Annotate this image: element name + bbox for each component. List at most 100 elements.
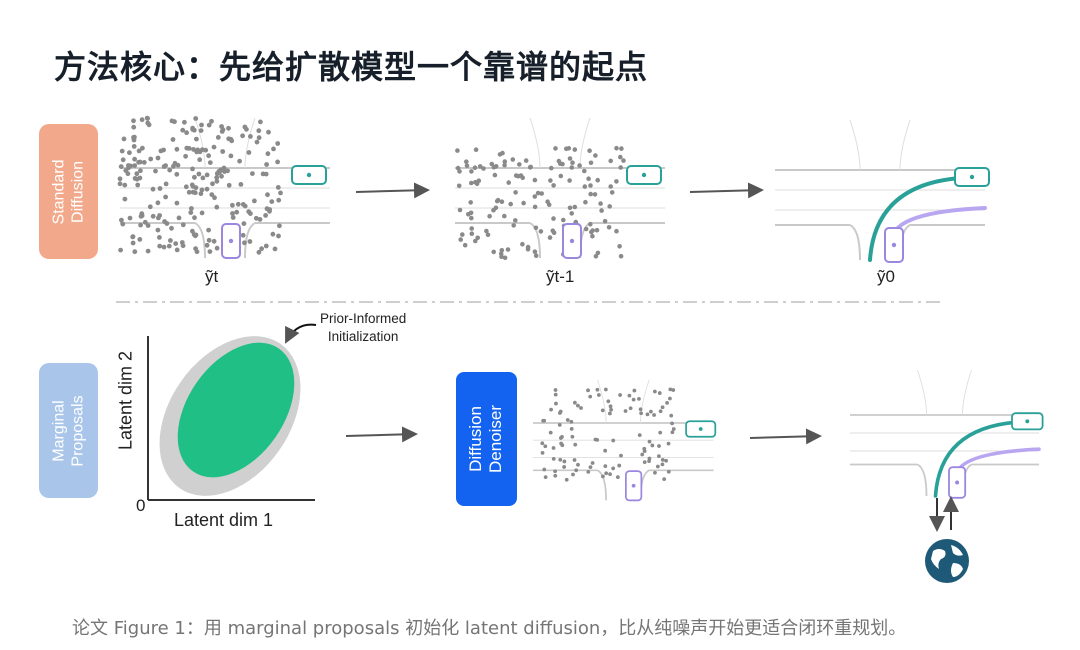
noise-dot bbox=[499, 199, 505, 204]
agent-trajectory bbox=[891, 206, 987, 240]
noise-dot bbox=[267, 208, 272, 214]
noise-dot bbox=[535, 190, 541, 196]
noise-dot bbox=[204, 172, 210, 178]
noise-dot bbox=[219, 124, 224, 129]
noise-dot bbox=[564, 477, 569, 482]
noise-dot bbox=[571, 472, 575, 477]
noise-dot bbox=[582, 168, 587, 174]
noise-dot bbox=[532, 194, 538, 199]
arrow-3 bbox=[345, 426, 418, 443]
noise-dot bbox=[214, 245, 220, 251]
noise-dot bbox=[131, 118, 136, 124]
noise-dot bbox=[493, 205, 499, 211]
noise-dot bbox=[455, 148, 460, 153]
noise-dot bbox=[642, 449, 647, 454]
noise-dot bbox=[176, 215, 182, 221]
noise-dot bbox=[617, 463, 622, 468]
noise-dot bbox=[130, 234, 136, 240]
noise-dot bbox=[199, 210, 205, 216]
noise-dot bbox=[155, 227, 161, 233]
noise-dot bbox=[206, 122, 212, 128]
noise-dot bbox=[469, 231, 475, 236]
noise-dot bbox=[611, 438, 616, 443]
noise-dot bbox=[628, 406, 633, 411]
noise-dot bbox=[662, 477, 667, 482]
noise-dot bbox=[207, 160, 213, 165]
noise-dot bbox=[649, 409, 653, 414]
noise-dot bbox=[660, 405, 665, 410]
noise-dot bbox=[520, 175, 525, 181]
noise-dot bbox=[457, 169, 462, 174]
noise-dot bbox=[618, 253, 624, 259]
noise-dot bbox=[551, 216, 556, 221]
noise-dot bbox=[666, 469, 671, 474]
noise-dot bbox=[244, 126, 249, 132]
noise-dot bbox=[134, 171, 140, 177]
noise-dot bbox=[558, 409, 563, 414]
noise-dot bbox=[576, 403, 580, 408]
noise-dot bbox=[668, 387, 673, 392]
noise-dot bbox=[589, 229, 594, 235]
noise-dot bbox=[586, 388, 590, 393]
noise-dot bbox=[163, 163, 168, 168]
noise-dot bbox=[632, 388, 637, 393]
noise-dot bbox=[209, 118, 214, 124]
noise-dot bbox=[583, 199, 588, 205]
noise-dot bbox=[540, 441, 545, 446]
noise-dot bbox=[481, 166, 486, 171]
noise-dot bbox=[157, 186, 163, 191]
noise-dot bbox=[476, 178, 482, 183]
noise-dot bbox=[141, 160, 147, 165]
noise-dot bbox=[473, 238, 478, 244]
noise-dot bbox=[264, 162, 269, 167]
noise-dot bbox=[569, 165, 575, 170]
noise-dot bbox=[122, 196, 128, 202]
noise-dot bbox=[553, 146, 558, 151]
noise-dot bbox=[669, 413, 674, 418]
noise-dot bbox=[193, 232, 199, 238]
noise-dot bbox=[562, 465, 567, 469]
noise-dot bbox=[137, 237, 143, 242]
noise-dot bbox=[502, 159, 508, 164]
noise-dot bbox=[229, 138, 235, 144]
noise-dot bbox=[214, 178, 220, 184]
noise-dot bbox=[587, 148, 592, 153]
noise-dot bbox=[139, 211, 145, 217]
noise-dot bbox=[567, 178, 572, 183]
noise-dot bbox=[132, 163, 138, 168]
noise-dot bbox=[238, 182, 244, 187]
noise-dot bbox=[614, 145, 619, 151]
arrow-2 bbox=[689, 182, 764, 199]
noise-dot bbox=[551, 446, 556, 450]
noise-dot bbox=[489, 161, 495, 167]
noise-dot bbox=[194, 136, 199, 142]
noise-dot bbox=[579, 406, 583, 410]
noise-dot bbox=[235, 201, 241, 207]
noise-dot bbox=[230, 202, 235, 208]
noise-dot bbox=[190, 127, 196, 132]
panel-y0 bbox=[774, 119, 990, 263]
noise-dot bbox=[670, 421, 674, 426]
noise-dot bbox=[150, 213, 156, 219]
noise-dot bbox=[222, 169, 227, 174]
noise-dot bbox=[198, 128, 204, 133]
noise-dot bbox=[517, 162, 522, 167]
noise-dot bbox=[186, 189, 192, 195]
noise-dot bbox=[275, 141, 281, 146]
latent-x-axis-label: Latent dim 1 bbox=[174, 510, 274, 530]
arrow-4 bbox=[749, 428, 822, 445]
noise-dot bbox=[557, 423, 562, 427]
noise-dot bbox=[538, 229, 544, 234]
noise-dot bbox=[540, 450, 545, 455]
noise-dot bbox=[256, 128, 262, 134]
noise-dot bbox=[173, 241, 179, 246]
noise-dot bbox=[248, 134, 253, 139]
noise-dot bbox=[172, 160, 178, 166]
noise-dot bbox=[155, 200, 161, 206]
noise-dot bbox=[590, 461, 595, 465]
noise-dot bbox=[593, 254, 599, 259]
noise-dot bbox=[196, 171, 202, 177]
noise-dot bbox=[505, 247, 511, 252]
noise-dot bbox=[188, 210, 194, 215]
noise-dot bbox=[569, 211, 574, 216]
